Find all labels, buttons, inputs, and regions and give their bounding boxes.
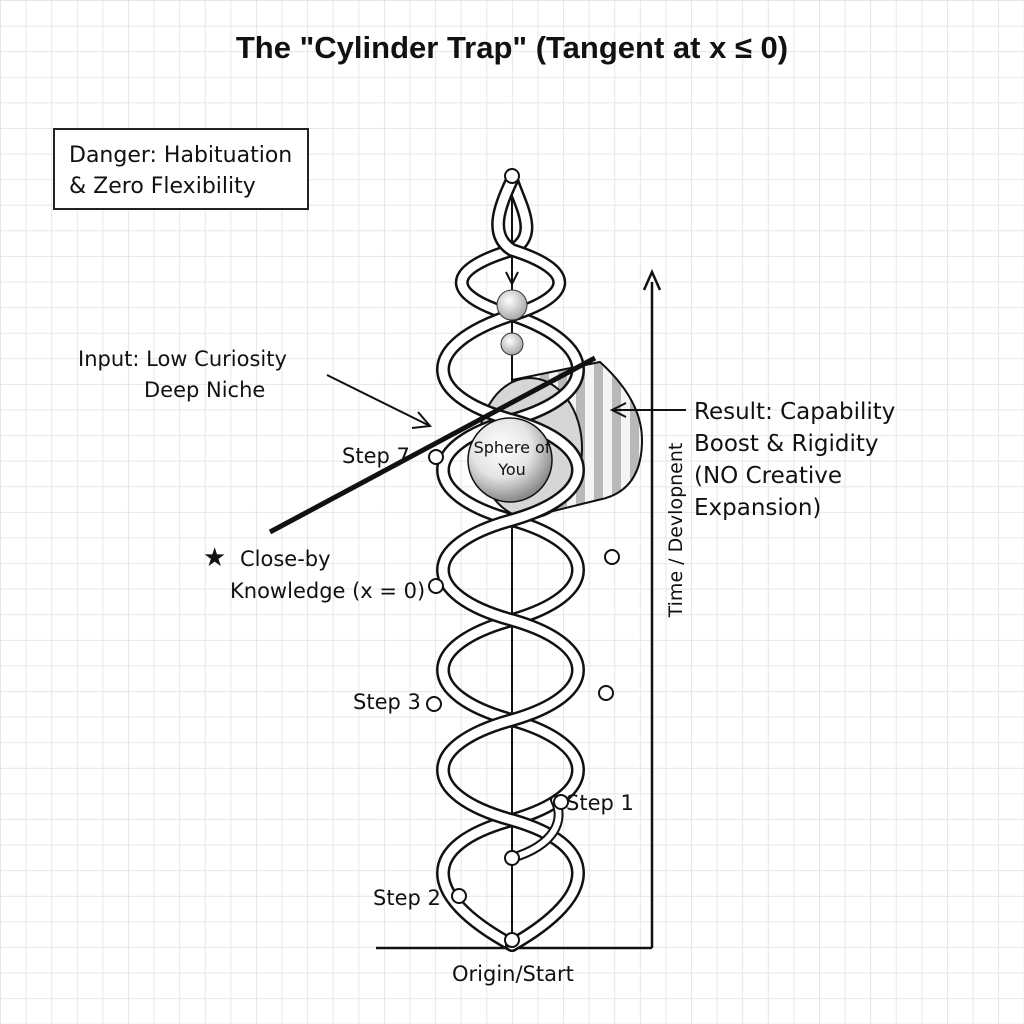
input-line-2: Deep Niche (144, 378, 266, 402)
pointer-arrows (326, 374, 686, 429)
tangent-line (268, 355, 597, 535)
knowledge-line-1: Close-by (240, 547, 331, 571)
result-annotation: Result: Capability Boost & Rigidity (NO … (694, 396, 895, 524)
result-line-1: Result: Capability (694, 399, 896, 425)
node-step-7 (428, 449, 444, 465)
danger-line-2: & Zero Flexibility (69, 174, 256, 199)
step-3-label: Step 3 (353, 690, 421, 714)
step-7-label: Step 7 (342, 444, 410, 468)
result-line-3: (NO Creative (694, 463, 843, 489)
knowledge-line-2: Knowledge (x = 0) (230, 579, 426, 603)
result-line-2: Boost & Rigidity (694, 431, 879, 457)
page-title: The "Cylinder Trap" (Tangent at x ≤ 0) (235, 30, 789, 65)
result-line-4: Expansion) (694, 495, 822, 521)
node-step-1 (553, 794, 569, 810)
top-ball-small (500, 332, 524, 356)
sphere-of-you (467, 417, 553, 503)
input-line-1: Input: Low Curiosity (78, 347, 287, 371)
step-nodes (426, 168, 620, 948)
input-arrow (326, 374, 429, 426)
result-arrowhead-icon (609, 402, 627, 418)
input-annotation: Input: Low Curiosity Deep Niche (78, 344, 287, 406)
node-knowledge (428, 578, 444, 594)
step-2-label: Step 2 (373, 886, 441, 910)
node-right-upper (604, 549, 620, 565)
node-top (504, 168, 520, 184)
x-axis-label: Origin/Start (452, 962, 574, 986)
helix-strand-b-fill (438, 175, 583, 950)
y-axis-arrowhead-icon (642, 268, 662, 291)
axes (376, 268, 662, 950)
input-arrowhead-icon (411, 411, 432, 429)
top-ball-large (496, 289, 528, 321)
node-origin (504, 932, 520, 948)
node-step-3 (426, 696, 442, 712)
star-icon: ★ (203, 543, 227, 573)
y-axis-label: Time / Devlopnent (665, 442, 687, 618)
step-1-label: Step 1 (566, 791, 634, 815)
node-right-middle (598, 685, 614, 701)
node-branch (504, 850, 520, 866)
danger-callout-box: Danger: Habituation & Zero Flexibility (53, 128, 309, 210)
danger-line-1: Danger: Habituation (69, 143, 293, 168)
node-step-2 (451, 888, 467, 904)
knowledge-annotation: Close-by Knowledge (x = 0) (206, 543, 425, 607)
sphere-label: Sphere of You (473, 438, 551, 479)
